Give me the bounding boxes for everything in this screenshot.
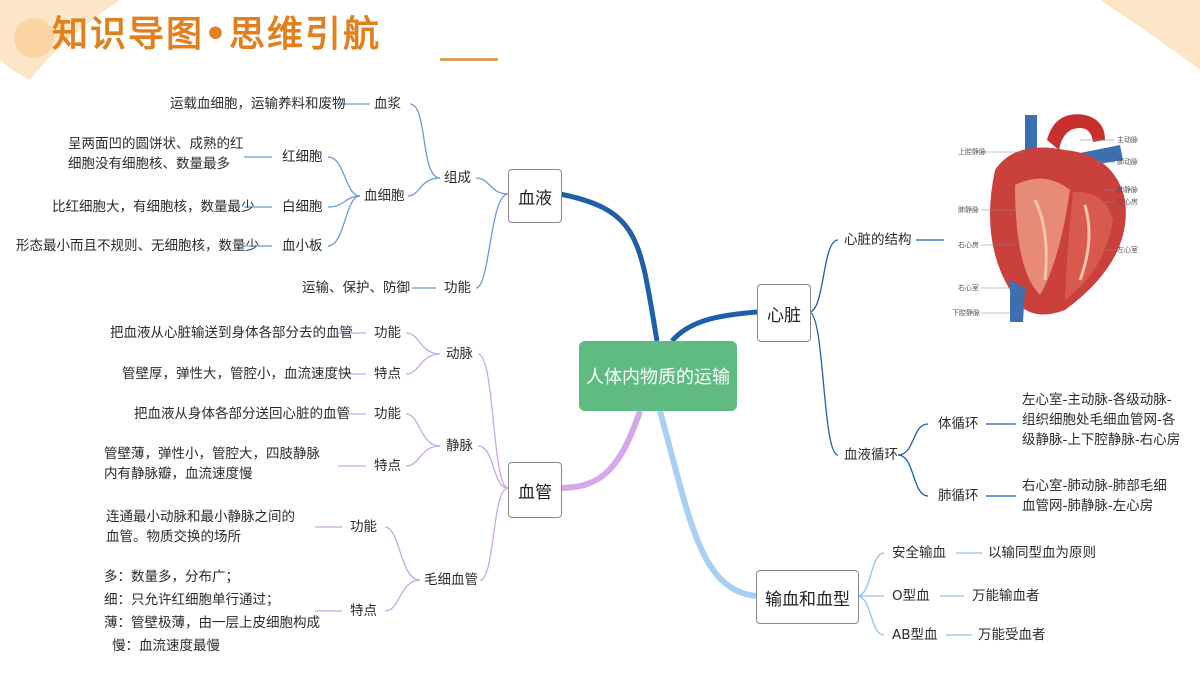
capillary-feature-line-3: 薄：管壁极薄，由一层上皮细胞构成 xyxy=(104,615,320,631)
branch-vessels xyxy=(559,410,643,491)
node-transfusion: 输血和血型 xyxy=(756,570,859,624)
center-node: 人体内物质的运输 xyxy=(579,341,737,411)
heart-label-right-3: 肺静脉 xyxy=(1117,186,1138,194)
capillary-function-desc: 连通最小动脉和最小静脉之间的血管。物质交换的场所 xyxy=(106,509,295,545)
pulmonary-circulation-desc: 右心室-肺动脉-肺部毛细血管网-肺静脉-左心房 xyxy=(1022,478,1167,514)
heart-diagram-image xyxy=(981,114,1126,322)
systemic-circulation-desc: 左心室-主动脉-各级动脉-组织细胞处毛细血管网-各级静脉-上下腔静脉-右心房 xyxy=(1022,392,1181,448)
heart-label-left-4: 右心室 xyxy=(958,284,979,292)
heart-label-right-2: 肺动脉 xyxy=(1117,158,1138,166)
artery-function-desc: 把血液从心脏输送到身体各部分去的血管 xyxy=(110,325,353,341)
vein-feature-desc: 管壁薄，弹性小，管腔大，四肢静脉内有静脉瓣，血流速度慢 xyxy=(104,446,320,482)
blood-rbc: 红细胞 xyxy=(282,149,323,165)
capillary-feature-line-2: 细：只允许红细胞单行通过； xyxy=(104,592,280,608)
blood-composition: 组成 xyxy=(444,170,471,186)
node-blood: 血液 xyxy=(508,169,562,223)
heart-label-right-1: 主动脉 xyxy=(1117,136,1138,144)
safe-transfusion-desc: 以输同型血为原则 xyxy=(988,545,1096,561)
safe-transfusion: 安全输血 xyxy=(892,545,946,561)
heart-label-left-1: 上腔静脉 xyxy=(958,148,986,156)
pulmonary-circulation: 肺循环 xyxy=(938,488,979,504)
blood-function-desc: 运输、保护、防御 xyxy=(302,280,410,296)
blood-plasma-desc: 运载血细胞，运输养料和废物 xyxy=(170,96,346,112)
blood-platelet-desc: 形态最小而且不规则、无细胞核，数量少 xyxy=(16,238,259,254)
o-type-desc: 万能输血者 xyxy=(972,588,1040,604)
heart-label-left-5: 下腔静脉 xyxy=(952,309,980,317)
artery-function: 功能 xyxy=(374,325,401,341)
branch-transfusion xyxy=(657,410,757,599)
blood-function: 功能 xyxy=(444,280,471,296)
page-title: 知识导图•思维引航 xyxy=(52,14,382,55)
blood-wbc: 白细胞 xyxy=(282,199,323,215)
systemic-circulation: 体循环 xyxy=(938,416,979,432)
blood-platelet: 血小板 xyxy=(282,238,323,254)
vessel-capillary: 毛细血管 xyxy=(424,572,478,588)
heart-label-right-5: 左心室 xyxy=(1117,246,1138,254)
branch-heart xyxy=(670,309,758,343)
ab-type-blood: AB型血 xyxy=(892,627,938,643)
corner-circle-top-left xyxy=(14,18,54,58)
heart-label-left-2: 肺静脉 xyxy=(958,206,979,214)
vein-feature: 特点 xyxy=(374,458,401,474)
blood-rbc-desc: 呈两面凹的圆饼状、成熟的红细胞没有细胞核、数量最多 xyxy=(68,136,244,172)
vessel-vein: 静脉 xyxy=(446,438,473,454)
node-vessels: 血管 xyxy=(508,462,562,518)
capillary-feature-line-4: 慢：血流速度最慢 xyxy=(112,638,220,654)
o-type-blood: O型血 xyxy=(892,588,930,604)
blood-plasma: 血浆 xyxy=(374,96,401,112)
capillary-function: 功能 xyxy=(350,519,377,535)
corner-decoration-top-right xyxy=(1100,0,1200,70)
capillary-feature: 特点 xyxy=(350,603,377,619)
heart-label-left-3: 右心房 xyxy=(958,241,979,249)
ab-type-desc: 万能受血者 xyxy=(978,627,1046,643)
heart-circulation: 血液循环 xyxy=(844,447,898,463)
heart-label-right-4: 左心房 xyxy=(1117,198,1138,206)
vessel-artery: 动脉 xyxy=(446,346,473,362)
vein-function: 功能 xyxy=(374,406,401,422)
vein-function-desc: 把血液从身体各部分送回心脏的血管 xyxy=(134,406,350,422)
node-heart: 心脏 xyxy=(757,284,811,342)
heart-structure: 心脏的结构 xyxy=(844,232,912,248)
blood-cells: 血细胞 xyxy=(364,188,405,204)
title-underline xyxy=(440,58,498,61)
branch-blood xyxy=(559,191,660,342)
capillary-feature-line-1: 多：数量多，分布广； xyxy=(104,569,239,585)
artery-feature-desc: 管壁厚，弹性大，管腔小，血流速度快 xyxy=(122,366,352,382)
blood-wbc-desc: 比红细胞大，有细胞核，数量最少 xyxy=(52,199,255,215)
artery-feature: 特点 xyxy=(374,366,401,382)
